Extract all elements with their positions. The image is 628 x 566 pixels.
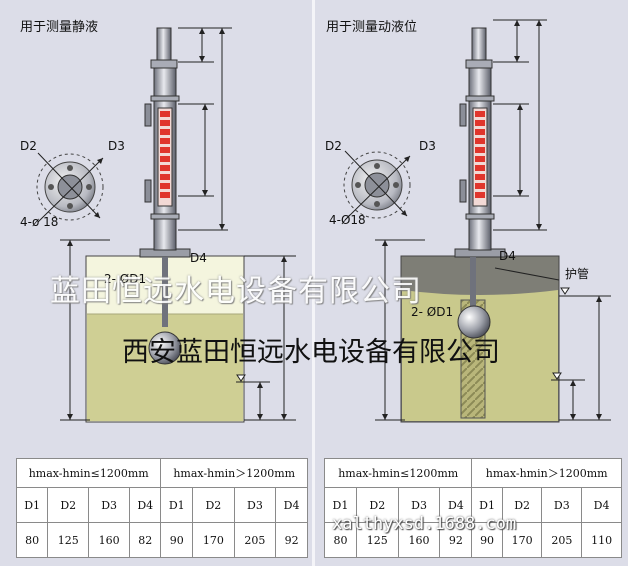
col-header: D2 — [355, 487, 399, 523]
col-header: D4 — [275, 487, 308, 523]
cell-value: 80 — [324, 522, 357, 558]
left-panel-title: 用于测量静液 — [20, 20, 99, 35]
float-ball — [148, 331, 182, 365]
cell-value: 170 — [501, 522, 543, 558]
cell-value: 170 — [192, 522, 235, 558]
col-header: D2 — [501, 487, 543, 523]
right-spec-table: hmax-hmin≤1200mm hmax-hmin＞1200mm D1 D2 … — [323, 458, 622, 558]
label-holes: 4-ø 18 — [20, 215, 58, 229]
cell-value: 205 — [233, 522, 277, 558]
col-header: D2 — [47, 487, 90, 523]
col-header: D3 — [88, 487, 131, 523]
cell-value: 90 — [160, 522, 194, 558]
label-d3: D3 — [108, 139, 125, 153]
flange-top-view — [36, 152, 104, 223]
col-header: D3 — [233, 487, 277, 523]
cell-value: 160 — [397, 522, 441, 558]
label-holes: 4-Ø18 — [329, 213, 366, 227]
left-level-gauge-diagram: D2 D3 4-ø 18 D4 2- ØD1 — [20, 27, 296, 423]
left-spec-table: hmax-hmin≤1200mm hmax-hmin＞1200mm D1 D2 … — [15, 458, 308, 558]
col-header: D4 — [129, 487, 162, 523]
cell-value: 82 — [129, 522, 162, 558]
cell-value: 160 — [88, 522, 131, 558]
liquid — [87, 314, 243, 421]
col-header: D4 — [581, 487, 622, 523]
col-header: D1 — [471, 487, 503, 523]
flange-top-view — [343, 150, 411, 221]
label-d1: 2- ØD1 — [411, 305, 453, 319]
cell-value: 125 — [355, 522, 399, 558]
label-d2: D2 — [20, 139, 37, 153]
right-panel-title: 用于测量动液位 — [326, 20, 418, 35]
float-ball — [457, 305, 491, 339]
table-group-left: hmax-hmin≤1200mm — [323, 458, 473, 488]
label-d2: D2 — [325, 139, 342, 153]
cell-value: 110 — [581, 522, 622, 558]
cell-value: 125 — [47, 522, 90, 558]
col-header: D2 — [192, 487, 235, 523]
top-cap — [156, 27, 172, 63]
table-group-right: hmax-hmin＞1200mm — [471, 458, 622, 488]
cell-value: 92 — [439, 522, 473, 558]
col-header: D1 — [324, 487, 357, 523]
col-header: D3 — [541, 487, 583, 523]
col-header: D4 — [439, 487, 473, 523]
table-group-left: hmax-hmin≤1200mm — [15, 458, 162, 488]
label-d4: D4 — [190, 251, 207, 265]
col-header: D1 — [160, 487, 194, 523]
cell-value: 90 — [471, 522, 503, 558]
col-header: D3 — [397, 487, 441, 523]
table-group-right: hmax-hmin＞1200mm — [160, 458, 308, 488]
label-d4: D4 — [499, 249, 516, 263]
label-d3: D3 — [419, 139, 436, 153]
cell-value: 80 — [15, 522, 49, 558]
right-level-gauge-diagram: D2 D3 4-Ø18 D4 护管 2- ØD1 — [325, 19, 611, 423]
panel-divider — [312, 0, 315, 566]
cell-value: 92 — [275, 522, 308, 558]
label-d1: 2- ØD1 — [104, 272, 146, 286]
label-guard-pipe: 护管 — [565, 266, 589, 281]
col-header: D1 — [15, 487, 49, 523]
cell-value: 205 — [541, 522, 583, 558]
